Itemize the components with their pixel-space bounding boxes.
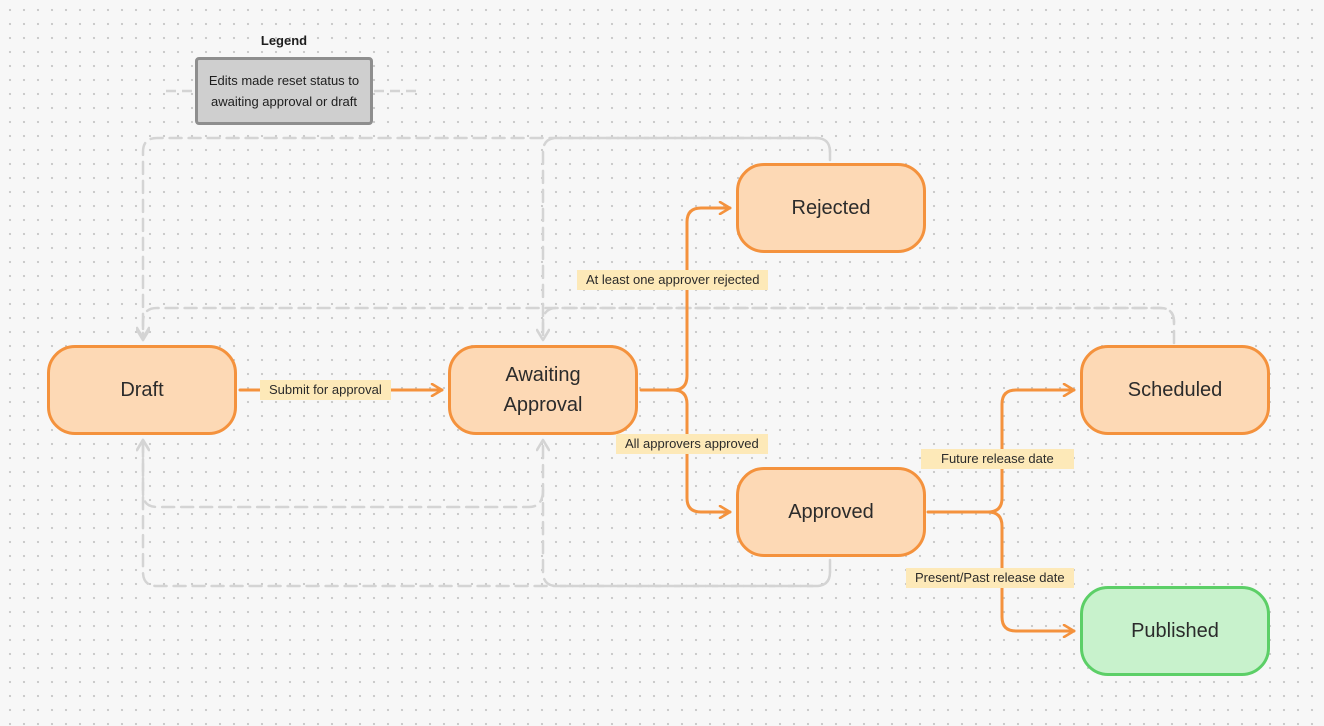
transition-label-approved: All approvers approved [616, 434, 768, 454]
legend-description: Edits made reset status to awaiting appr… [195, 57, 373, 125]
flow-awaiting-to-rejected [639, 208, 732, 392]
transition-label-present-past: Present/Past release date [906, 568, 1074, 588]
rejected-node[interactable]: Rejected [736, 163, 926, 253]
rejected-node-label: Rejected [791, 197, 871, 219]
flow-awaiting-to-approved [671, 388, 732, 512]
reset-edge-approved-to-awaiting [543, 440, 832, 588]
awaiting-approval-node[interactable]: Awaiting Approval [448, 345, 638, 435]
reset-edge-approved-to-draft [143, 440, 832, 588]
awaiting-approval-node-label: Awaiting Approval [503, 364, 583, 416]
reset-edge-rejected-to-draft [143, 136, 832, 340]
draft-node[interactable]: Draft [47, 345, 237, 435]
transition-label-future: Future release date [921, 449, 1074, 469]
reset-edge-awaiting-to-draft [143, 440, 545, 509]
transition-label-rejected: At least one approver rejected [577, 270, 769, 290]
flow-approved-to-published [986, 510, 1076, 631]
reset-edge-rejected-to-awaiting [543, 136, 832, 340]
reset-edge-scheduled-to-draft [143, 306, 1176, 345]
transition-label-submit: Submit for approval [260, 380, 391, 400]
published-node[interactable]: Published [1080, 586, 1270, 676]
scheduled-node-label: Scheduled [1127, 379, 1223, 401]
reset-edge-scheduled-to-awaiting [541, 306, 1176, 340]
legend-title: Legend [260, 33, 308, 48]
scheduled-node[interactable]: Scheduled [1080, 345, 1270, 435]
approved-node-label: Approved [788, 501, 874, 523]
published-node-label: Published [1131, 620, 1219, 642]
approved-node[interactable]: Approved [736, 467, 926, 557]
draft-node-label: Draft [120, 379, 164, 401]
